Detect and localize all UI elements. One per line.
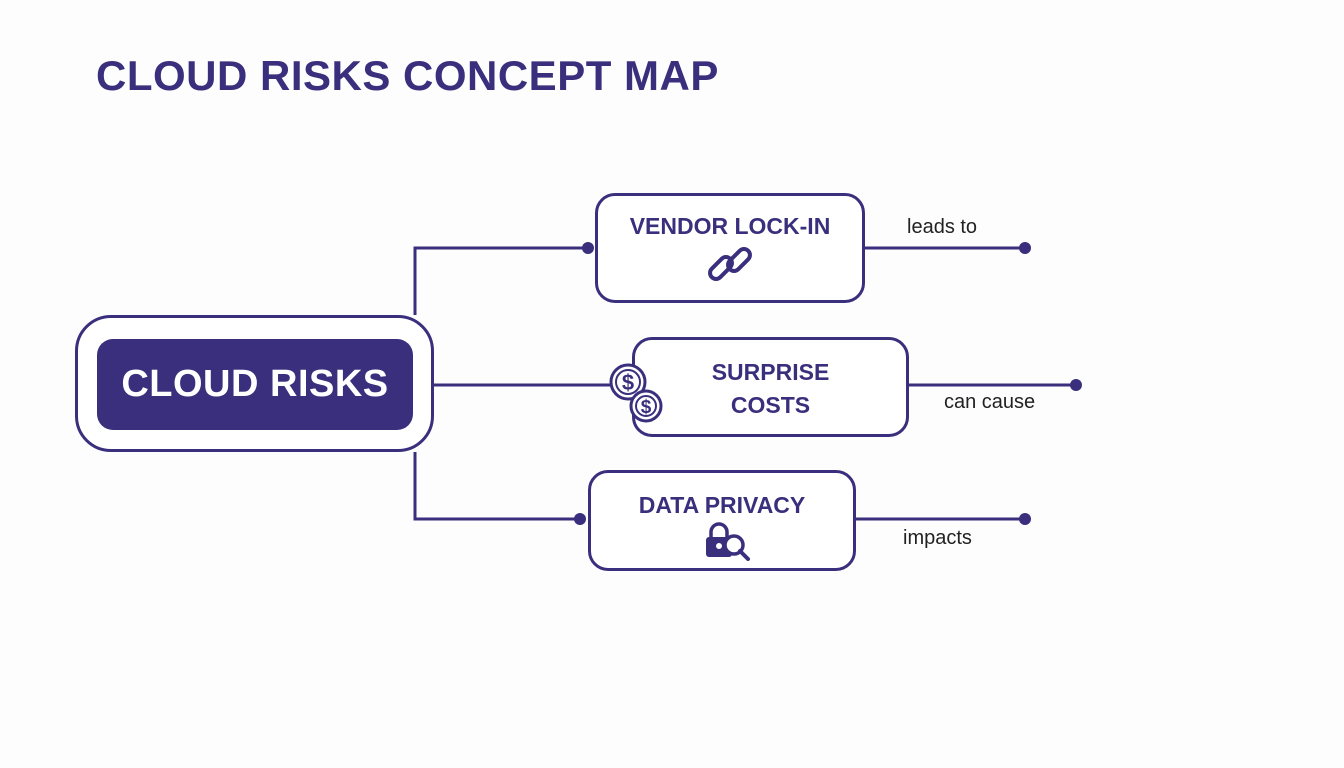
connector-data-privacy	[413, 452, 580, 521]
relation-dot-impacts	[1019, 513, 1031, 525]
dollar-coins-icon: $ $	[609, 363, 663, 423]
node-data-privacy-label: DATA PRIVACY	[638, 492, 806, 518]
connector-dot-vendor	[582, 242, 594, 254]
node-surprise-costs-label-line2: COSTS	[730, 392, 811, 418]
page-title: CLOUD RISKS CONCEPT MAP	[96, 52, 719, 99]
connector-dot-privacy	[574, 513, 586, 525]
node-vendor-lock-in-label: VENDOR LOCK-IN	[629, 213, 831, 239]
relation-label-can-cause: can cause	[944, 391, 1036, 413]
relation-label-impacts: impacts	[903, 527, 972, 549]
lock-magnifier-icon	[706, 522, 750, 561]
central-node-label: CLOUD RISKS	[121, 363, 389, 405]
svg-text:$: $	[641, 397, 652, 418]
central-node: CLOUD RISKS	[97, 339, 413, 430]
svg-text:$: $	[622, 370, 634, 395]
node-surprise-costs-label-line1: SURPRISE	[711, 359, 830, 385]
connector-vendor-lock-in	[413, 246, 588, 315]
relation-dot-leads-to	[1019, 242, 1031, 254]
node-vendor-lock-in: VENDOR LOCK-IN	[595, 193, 865, 303]
chain-link-icon	[708, 247, 752, 281]
node-surprise-costs: SURPRISE COSTS	[632, 337, 909, 437]
relation-label-leads-to: leads to	[907, 216, 978, 238]
node-data-privacy: DATA PRIVACY	[588, 470, 856, 571]
relation-dot-can-cause	[1070, 379, 1082, 391]
